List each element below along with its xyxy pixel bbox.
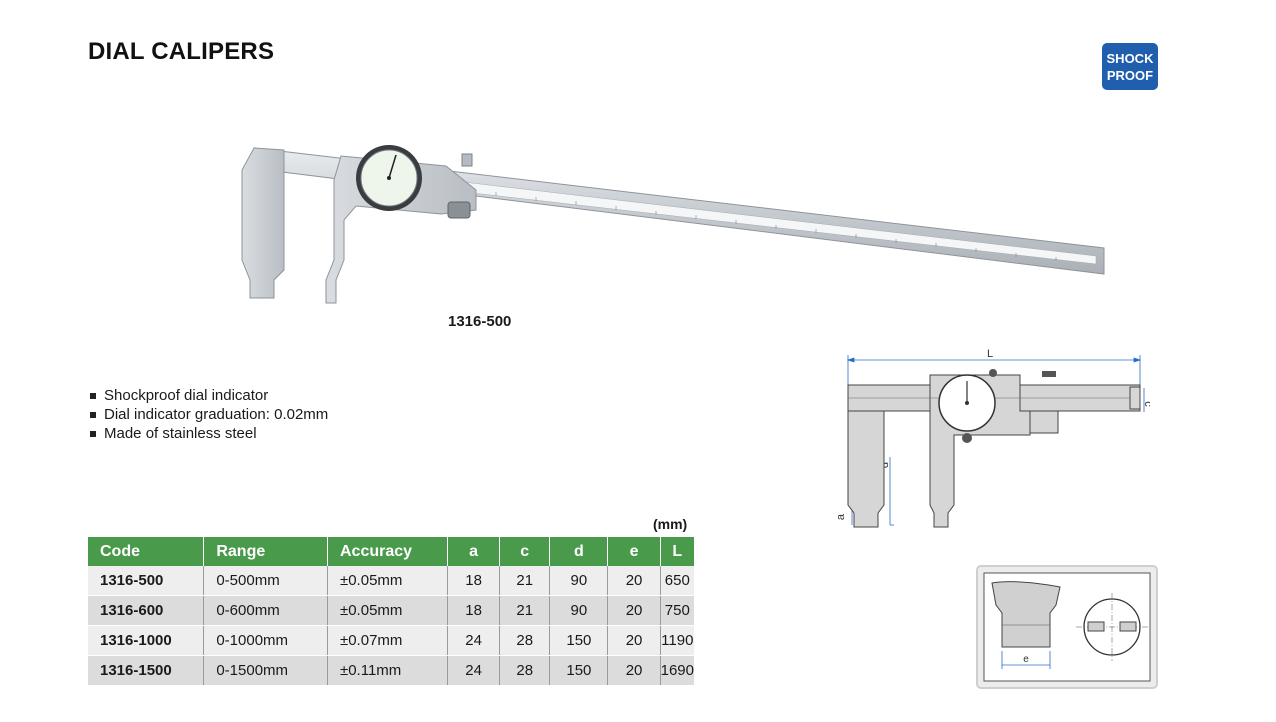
cell-d: 90 — [549, 566, 609, 596]
caliper-product-image — [241, 145, 1105, 304]
cell-accuracy: ±0.05mm — [327, 566, 449, 596]
cell-d: 150 — [549, 655, 609, 686]
dim-label-L: L — [987, 348, 993, 360]
cell-a: 24 — [447, 625, 501, 656]
dimension-diagram: L c d a — [835, 348, 1150, 528]
cell-a: 24 — [447, 655, 501, 686]
column-header-d: d — [549, 537, 609, 566]
jaw-detail-drawing: e — [976, 565, 1158, 689]
table-row: 1316-1000 0-1000mm ±0.07mm 24 28 150 20 … — [88, 625, 694, 656]
cell-a: 18 — [447, 566, 501, 596]
column-header-code: Code — [88, 537, 205, 566]
cell-code: 1316-1500 — [88, 655, 205, 686]
cell-L: 1690 — [660, 655, 694, 686]
cell-c: 28 — [499, 625, 551, 656]
cell-d: 90 — [549, 595, 609, 626]
feature-item: Dial indicator graduation: 0.02mm — [88, 405, 328, 424]
table-row: 1316-1500 0-1500mm ±0.11mm 24 28 150 20 … — [88, 655, 694, 686]
cell-accuracy: ±0.11mm — [327, 655, 449, 686]
cell-a: 18 — [447, 595, 501, 626]
badge-line-2: PROOF — [1106, 67, 1154, 83]
cell-c: 28 — [499, 655, 551, 686]
feature-item: Made of stainless steel — [88, 424, 328, 443]
column-header-L: L — [660, 537, 694, 566]
dim-label-d: d — [879, 462, 891, 468]
shockproof-badge: SHOCK PROOF — [1102, 43, 1158, 90]
cell-L: 650 — [660, 566, 694, 596]
column-header-range: Range — [203, 537, 328, 566]
column-header-a: a — [447, 537, 501, 566]
cell-range: 0-600mm — [203, 595, 328, 626]
spec-table: Code Range Accuracy a c d e L 1316-500 0… — [88, 537, 694, 686]
cell-e: 20 — [607, 625, 661, 656]
dim-label-e: e — [1023, 654, 1029, 665]
cell-e: 20 — [607, 566, 661, 596]
feature-item: Shockproof dial indicator — [88, 386, 328, 405]
table-row: 1316-500 0-500mm ±0.05mm 18 21 90 20 650 — [88, 566, 694, 596]
cell-d: 150 — [549, 625, 609, 656]
column-header-e: e — [607, 537, 661, 566]
cell-accuracy: ±0.07mm — [327, 625, 449, 656]
cell-c: 21 — [499, 595, 551, 626]
cell-e: 20 — [607, 655, 661, 686]
badge-line-1: SHOCK — [1106, 50, 1154, 66]
feature-list: Shockproof dial indicator Dial indicator… — [88, 386, 328, 443]
cell-range: 0-1000mm — [203, 625, 328, 656]
cell-c: 21 — [499, 566, 551, 596]
cell-range: 0-500mm — [203, 566, 328, 596]
cell-L: 1190 — [660, 625, 694, 656]
product-model-label: 1316-500 — [448, 313, 512, 330]
table-row: 1316-600 0-600mm ±0.05mm 18 21 90 20 750 — [88, 595, 694, 626]
cell-code: 1316-600 — [88, 595, 205, 626]
page-title: DIAL CALIPERS — [88, 38, 275, 65]
cell-code: 1316-500 — [88, 566, 205, 596]
table-header-row: Code Range Accuracy a c d e L — [88, 537, 694, 566]
dim-label-c: c — [1142, 401, 1150, 407]
column-header-c: c — [499, 537, 551, 566]
unit-label: (mm) — [653, 516, 688, 532]
cell-e: 20 — [607, 595, 661, 626]
cell-L: 750 — [660, 595, 694, 626]
cell-range: 0-1500mm — [203, 655, 328, 686]
cell-code: 1316-1000 — [88, 625, 205, 656]
dim-label-a: a — [835, 513, 847, 520]
cell-accuracy: ±0.05mm — [327, 595, 449, 626]
column-header-accuracy: Accuracy — [327, 537, 449, 566]
